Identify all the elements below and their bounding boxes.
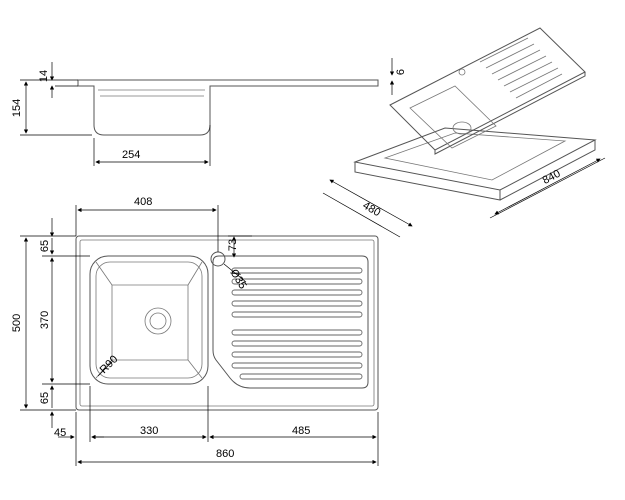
- dim-bowl-width: 330: [140, 425, 158, 437]
- dim-bowl-height: 370: [39, 311, 51, 329]
- dim-side-rim: 14: [38, 70, 50, 82]
- dim-top-margin: 65: [39, 240, 51, 252]
- side-view: 14 154 254: [11, 62, 379, 166]
- dim-side-total: 154: [11, 99, 23, 117]
- dim-top-tap-hole: Ø35: [227, 267, 248, 291]
- dim-left-margin: 45: [54, 427, 66, 439]
- top-view: 408 73 Ø35 500 65 370 65 R90 45: [11, 196, 379, 466]
- dim-iso-width: 840: [541, 168, 563, 187]
- drainer-grooves: [231, 267, 363, 380]
- dim-top-total-depth: 500: [11, 314, 23, 332]
- isometric-view: 6 480 840: [322, 27, 606, 238]
- dim-drainer-width: 485: [292, 425, 310, 437]
- dim-bottom-margin: 65: [39, 392, 51, 404]
- dim-top-73: 73: [227, 239, 239, 251]
- dim-iso-rim: 6: [395, 69, 407, 75]
- dim-top-408: 408: [134, 196, 152, 208]
- dim-total-width: 860: [216, 448, 234, 460]
- dim-side-bowl-width: 254: [122, 149, 140, 161]
